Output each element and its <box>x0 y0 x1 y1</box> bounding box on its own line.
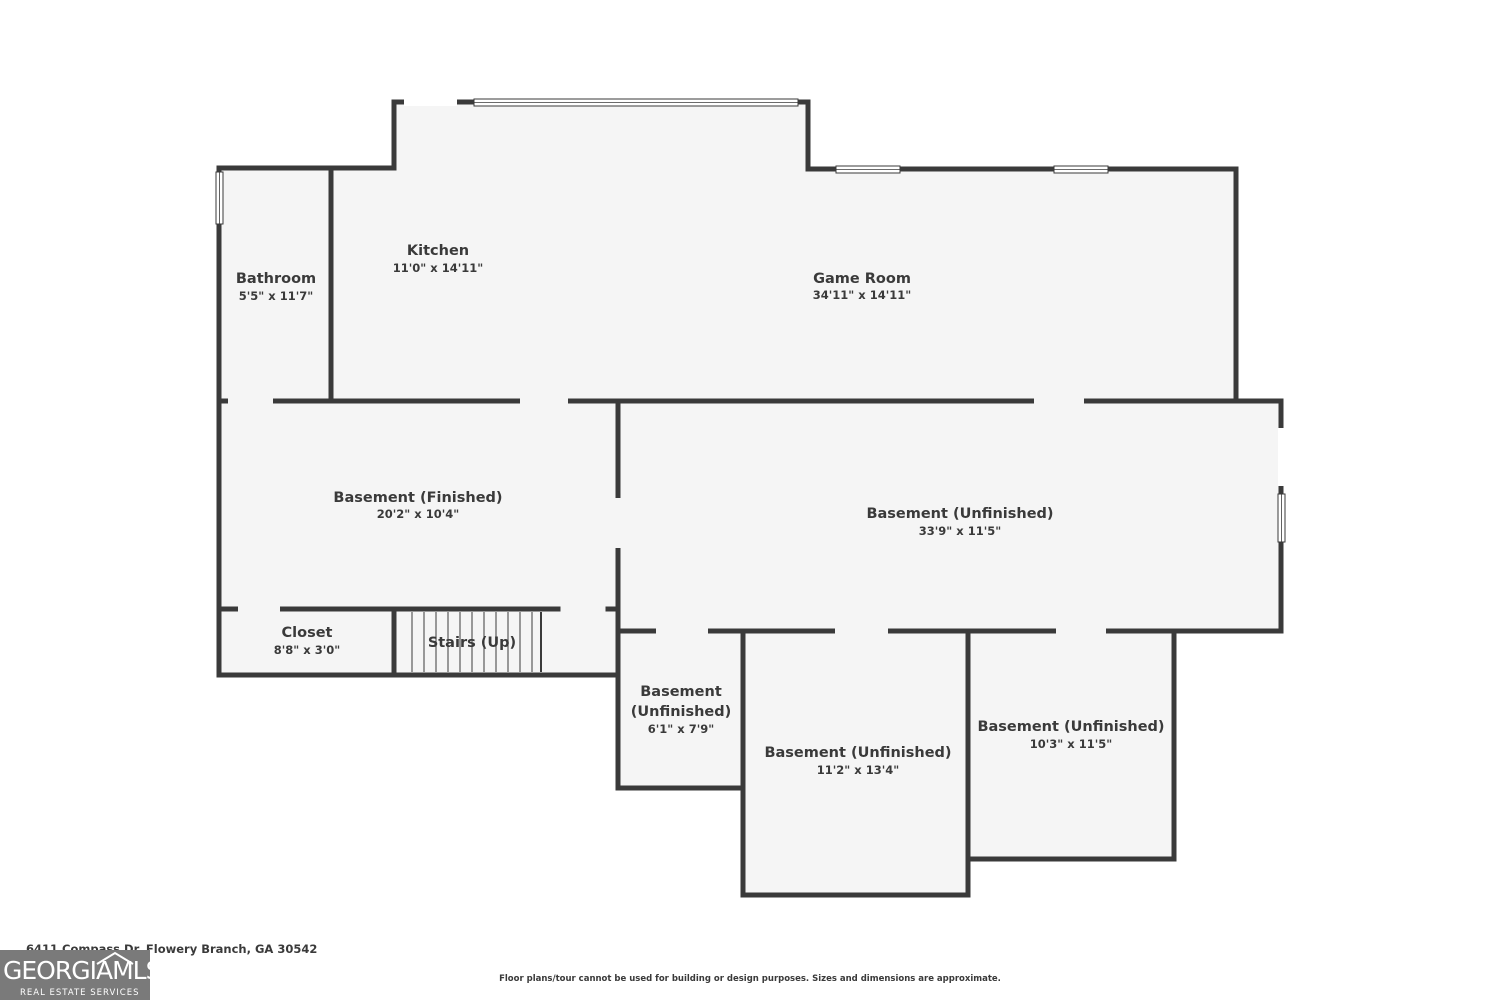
room-name-basement-small-line2: (Unfinished) <box>631 704 732 720</box>
room-name-stairs: Stairs (Up) <box>428 635 516 651</box>
room-dims-closet: 8'8" x 3'0" <box>274 643 340 657</box>
disclaimer-text: Floor plans/tour cannot be used for buil… <box>499 974 1001 984</box>
room-dims-bathroom: 5'5" x 11'7" <box>239 289 313 303</box>
room-name-basement-unfinished-mid: Basement (Unfinished) <box>764 745 951 761</box>
room-name-basement-unfinished-main: Basement (Unfinished) <box>866 506 1053 522</box>
room-dims-basement-finished: 20'2" x 10'4" <box>377 507 459 521</box>
room-dims-basement-unfinished-main: 33'9" x 11'5" <box>919 524 1001 538</box>
room-name-basement-finished: Basement (Finished) <box>333 490 502 506</box>
roof-icon <box>96 951 134 965</box>
room-dims-game-room: 34'11" x 14'11" <box>813 288 911 302</box>
windows <box>215 98 1286 543</box>
room-dims-kitchen: 11'0" x 14'11" <box>393 261 483 275</box>
room-name-kitchen: Kitchen <box>407 243 469 259</box>
floor-fill <box>219 102 1281 895</box>
logo-subtitle: REAL ESTATE SERVICES <box>20 988 140 998</box>
georgia-mls-logo: GEORGIAMLS REAL ESTATE SERVICES <box>0 950 161 1000</box>
room-dims-basement-unfinished-right: 10'3" x 11'5" <box>1030 737 1112 751</box>
room-dims-basement-small: 6'1" x 7'9" <box>648 722 714 736</box>
room-name-basement-small-line1: Basement <box>640 684 722 700</box>
room-dims-basement-unfinished-mid: 11'2" x 13'4" <box>817 763 899 777</box>
room-name-bathroom: Bathroom <box>236 271 316 287</box>
room-name-game-room: Game Room <box>813 271 911 287</box>
room-name-basement-unfinished-right: Basement (Unfinished) <box>977 719 1164 735</box>
room-name-closet: Closet <box>282 625 333 641</box>
stairs-treads <box>411 612 542 672</box>
openings <box>228 397 1106 635</box>
logo-wordmark: GEORGIAMLS <box>3 956 161 985</box>
